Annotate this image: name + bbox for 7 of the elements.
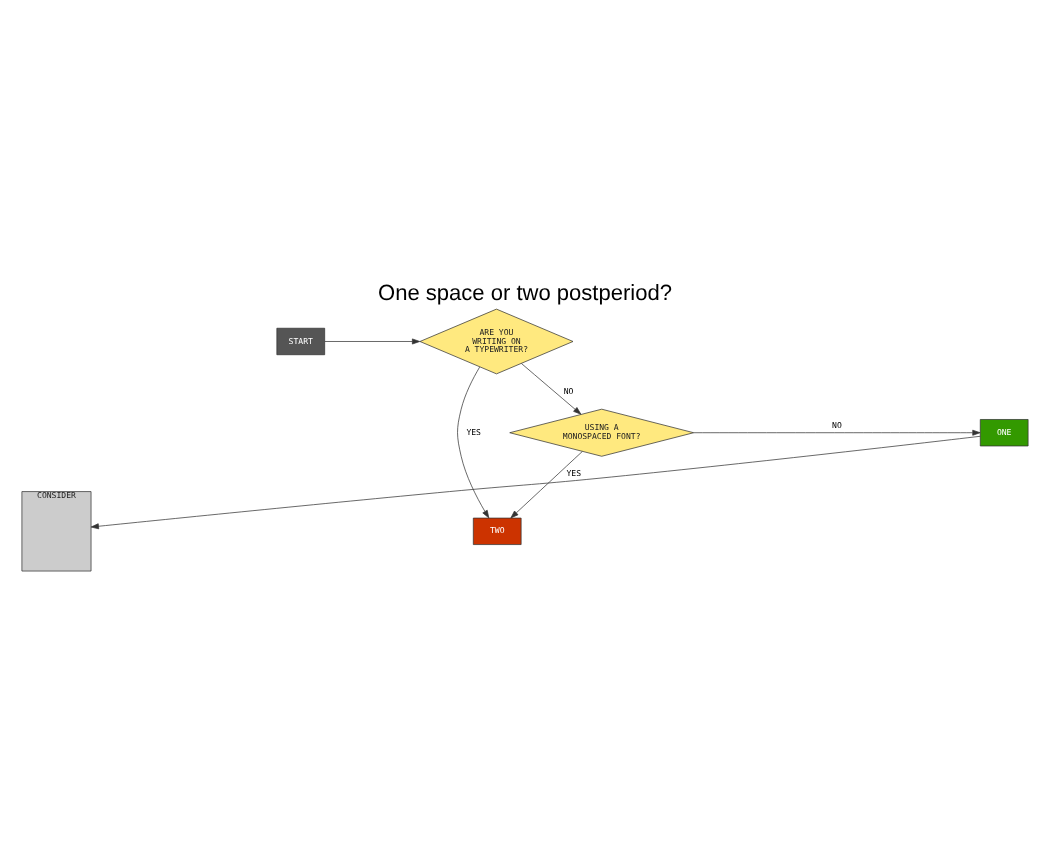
diagram-title: One space or two postperiod? (378, 281, 672, 306)
arrow (510, 451, 583, 519)
arrow (90, 435, 981, 530)
arrow (457, 366, 490, 519)
arrow (521, 363, 582, 415)
arrow (324, 338, 421, 345)
arrow (693, 429, 981, 436)
